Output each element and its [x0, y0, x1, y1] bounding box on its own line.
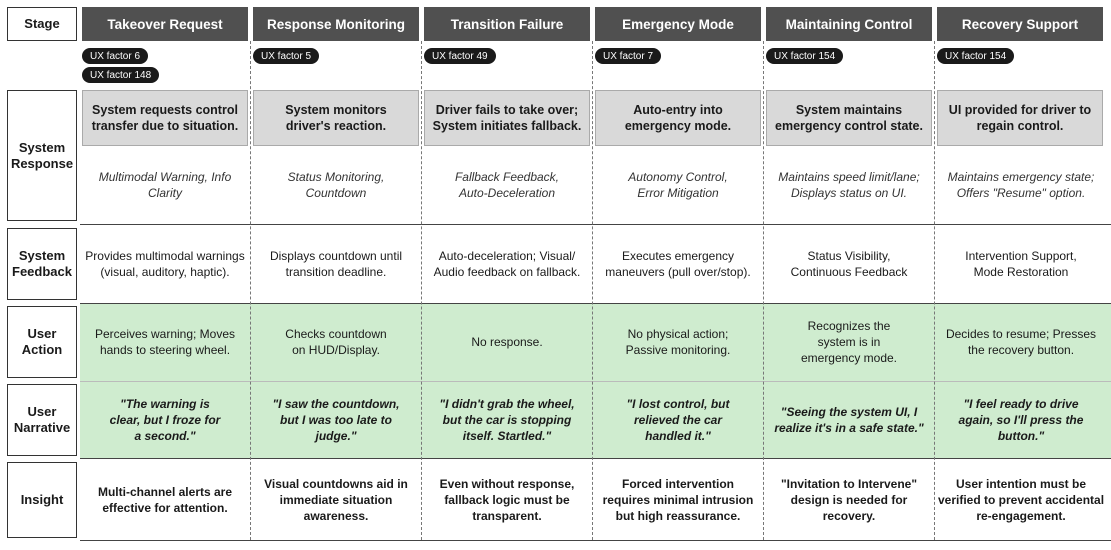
user-narrative-cell: "I didn't grab the wheel, but the car is… — [439, 397, 575, 443]
system-feedback-cell: Status Visibility, Continuous Feedback — [790, 249, 908, 279]
row-label-user-action: User Action — [7, 306, 77, 378]
system-feedback-cell: Displays countdown until transition dead… — [269, 249, 403, 279]
user-action-cell: Recognizes the system is in emergency mo… — [800, 319, 898, 365]
user-narrative-cell: "I saw the countdown, but I was too late… — [272, 397, 400, 443]
column-separator — [250, 41, 251, 540]
column-separator — [934, 41, 935, 540]
user-narrative-cell: "I feel ready to drive again, so I'll pr… — [958, 397, 1084, 443]
user-action-cell: Checks countdown on HUD/Display. — [285, 327, 387, 357]
system-response-title: System maintains emergency control state… — [766, 90, 932, 146]
row-label-stage: Stage — [7, 7, 77, 41]
user-narrative-cell: "The warning is clear, but I froze for a… — [109, 397, 221, 443]
row-label-insight: Insight — [7, 462, 77, 538]
insight-cell: "Invitation to Intervene" design is need… — [780, 477, 918, 523]
system-response-detail: Multimodal Warning, Info Clarity — [98, 170, 232, 200]
system-feedback-cell: Provides multimodal warnings (visual, au… — [85, 249, 245, 279]
column-separator — [592, 41, 593, 540]
insight-cell: Visual countdowns aid in immediate situa… — [264, 477, 408, 523]
user-action-cell: No response. — [471, 335, 543, 349]
row-divider — [80, 458, 1111, 459]
system-response-detail: Status Monitoring, Countdown — [287, 170, 385, 200]
system-response-detail: Autonomy Control, Error Mitigation — [628, 170, 728, 200]
insight-cell: Multi-channel alerts are effective for a… — [97, 485, 233, 515]
ux-factor-badge: UX factor 5 — [253, 48, 320, 64]
system-feedback-cell: Auto-deceleration; Visual/ Audio feedbac… — [433, 249, 581, 279]
stage-header-takeover-request: Takeover Request — [82, 7, 248, 41]
user-rows-band — [80, 303, 1111, 458]
system-response-title: System requests control transfer due to … — [82, 90, 248, 146]
row-divider — [80, 303, 1111, 304]
row-label-system-feedback: System Feedback — [7, 228, 77, 300]
column-separator — [421, 41, 422, 540]
insight-cell: Even without response, fallback logic mu… — [439, 477, 575, 523]
system-response-detail: Maintains emergency state; Offers "Resum… — [947, 170, 1095, 200]
ux-factor-badge: UX factor 7 — [595, 48, 662, 64]
system-response-title: UI provided for driver to regain control… — [937, 90, 1103, 146]
ux-factor-badge: UX factor 154 — [766, 48, 844, 64]
ux-factor-badge: UX factor 49 — [424, 48, 496, 64]
stage-header-maintaining-control: Maintaining Control — [766, 7, 932, 41]
user-action-cell: Decides to resume; Presses the recovery … — [945, 327, 1097, 357]
user-narrative-cell: "Seeing the system UI, I realize it's in… — [774, 405, 924, 435]
user-action-cell: No physical action; Passive monitoring. — [625, 327, 731, 357]
ux-factor-badge: UX factor 154 — [937, 48, 1015, 64]
stage-header-response-monitoring: Response Monitoring — [253, 7, 419, 41]
row-label-system-response: System Response — [7, 90, 77, 221]
system-response-detail: Maintains speed limit/lane; Displays sta… — [778, 170, 920, 200]
system-response-detail: Fallback Feedback, Auto-Deceleration — [454, 170, 560, 200]
stage-header-transition-failure: Transition Failure — [424, 7, 590, 41]
system-feedback-cell: Executes emergency maneuvers (pull over/… — [605, 249, 751, 279]
insight-cell: Forced intervention requires minimal int… — [602, 477, 754, 523]
insight-cell: User intention must be verified to preve… — [937, 477, 1105, 523]
user-narrative-cell: "I lost control, but relieved the car ha… — [626, 397, 730, 443]
system-response-title: Auto-entry into emergency mode. — [595, 90, 761, 146]
row-divider — [80, 540, 1111, 541]
system-response-title: System monitors driver's reaction. — [253, 90, 419, 146]
row-divider — [80, 224, 1111, 225]
ux-factor-badge: UX factor 148 — [82, 67, 160, 83]
system-feedback-cell: Intervention Support, Mode Restoration — [965, 249, 1077, 279]
stage-header-emergency-mode: Emergency Mode — [595, 7, 761, 41]
row-label-user-narrative: User Narrative — [7, 384, 77, 456]
stage-header-recovery-support: Recovery Support — [937, 7, 1103, 41]
user-action-cell: Perceives warning; Moves hands to steeri… — [94, 327, 236, 357]
ux-factor-badge: UX factor 6 — [82, 48, 149, 64]
column-separator — [763, 41, 764, 540]
system-response-title: Driver fails to take over; System initia… — [424, 90, 590, 146]
row-divider — [80, 381, 1111, 382]
